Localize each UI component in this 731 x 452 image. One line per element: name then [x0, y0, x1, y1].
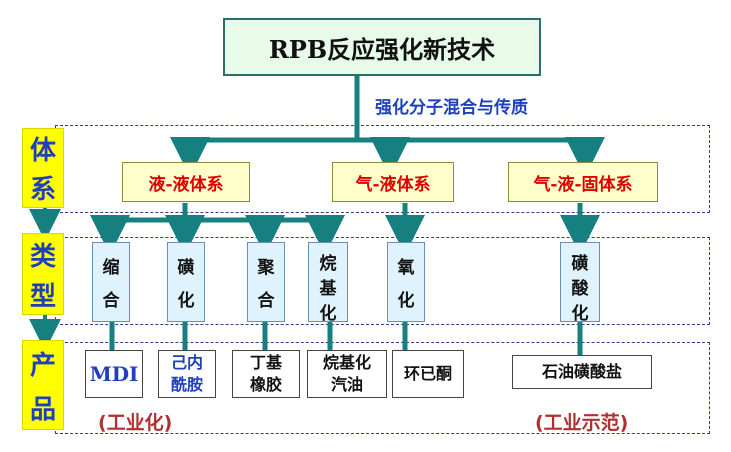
- product-line: 己内: [170, 353, 203, 372]
- note-industrialized: (工业化): [98, 412, 173, 434]
- type-box-alkylation: 烷 基 化: [308, 242, 348, 324]
- type-char: 合: [102, 291, 120, 311]
- system-box-liquid-liquid: 液-液体系: [122, 162, 250, 202]
- product-line: MDI: [89, 362, 139, 386]
- side-label-type-char: 类: [29, 241, 56, 272]
- main-title-box: RPB反应强化新技术: [223, 18, 541, 76]
- type-char: 化: [571, 304, 589, 324]
- main-title: RPB反应强化新技术: [268, 34, 496, 64]
- side-label-product-char: 产: [29, 350, 56, 381]
- type-char: 化: [177, 291, 195, 311]
- product-line: 汽油: [330, 375, 363, 394]
- type-box-polymerization: 聚 合: [247, 242, 285, 322]
- product-line: 酰胺: [170, 375, 203, 394]
- type-box-oxidation: 氧 化: [387, 242, 425, 322]
- type-box-sulfonation: 磺 化: [167, 242, 205, 322]
- product-line: 橡胶: [249, 375, 282, 394]
- side-label-product: 产 品: [22, 340, 64, 430]
- product-box-petroleum-sulfonate: 石油磺酸盐: [512, 355, 652, 389]
- product-line: 环已酮: [403, 364, 452, 383]
- note-industrial-demo: (工业示范): [535, 412, 629, 434]
- system-label: 气-液体系: [355, 174, 431, 195]
- side-label-product-char: 品: [29, 394, 56, 425]
- product-box-cyclohexanone: 环已酮: [392, 350, 464, 398]
- type-char: 合: [257, 291, 275, 311]
- subtitle-label: 强化分子混合与传质: [375, 98, 528, 118]
- product-box-caprolactam: 己内 酰胺: [158, 350, 216, 398]
- system-box-gas-liquid: 气-液体系: [332, 162, 454, 202]
- side-label-system-char: 体: [29, 136, 56, 166]
- type-char: 化: [397, 291, 415, 311]
- side-label-system-char: 系: [29, 175, 56, 205]
- product-line: 烷基化: [322, 353, 371, 372]
- type-box-sulfonic-acidification: 磺 酸 化: [560, 242, 600, 324]
- type-char: 化: [319, 304, 337, 324]
- side-label-type: 类 型: [22, 233, 64, 315]
- side-label-system: 体 系: [22, 128, 64, 208]
- type-char: 烷: [319, 254, 337, 274]
- product-box-mdi: MDI: [85, 350, 143, 398]
- system-label: 液-液体系: [148, 174, 224, 195]
- product-box-butyl-rubber: 丁基 橡胶: [232, 350, 300, 398]
- type-box-condensation: 缩 合: [92, 242, 130, 322]
- type-char: 磺: [177, 258, 195, 278]
- type-char: 氧: [397, 258, 415, 278]
- product-line: 石油磺酸盐: [541, 362, 622, 381]
- side-label-type-char: 型: [29, 281, 56, 312]
- type-char: 缩: [102, 258, 120, 278]
- type-char: 聚: [257, 258, 275, 278]
- type-char: 磺: [571, 254, 589, 274]
- product-line: 丁基: [249, 353, 282, 372]
- system-box-gas-liquid-solid: 气-液-固体系: [508, 162, 658, 202]
- type-char: 酸: [571, 279, 589, 299]
- type-char: 基: [319, 279, 337, 299]
- product-box-alkylate-gasoline: 烷基化 汽油: [307, 350, 387, 398]
- system-label: 气-液-固体系: [533, 174, 633, 195]
